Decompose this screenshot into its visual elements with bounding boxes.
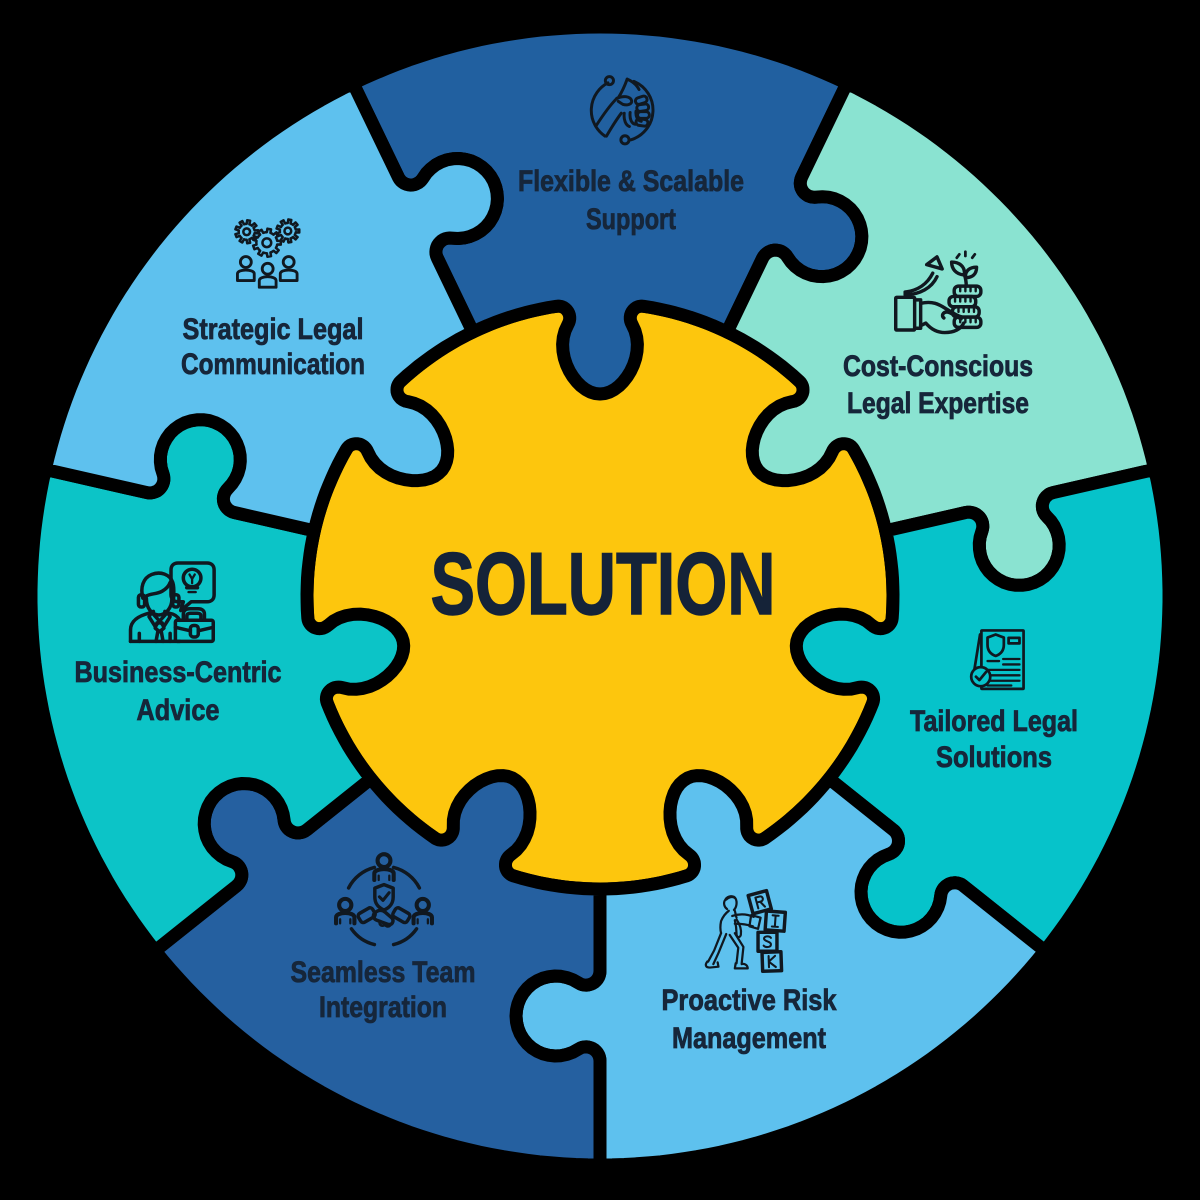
svg-text:Business-Centric: Business-Centric <box>75 656 282 689</box>
svg-text:Proactive Risk: Proactive Risk <box>662 984 837 1017</box>
svg-text:Strategic Legal: Strategic Legal <box>183 313 364 346</box>
svg-text:Communication: Communication <box>181 348 365 381</box>
svg-text:Advice: Advice <box>137 694 220 727</box>
svg-text:Legal Expertise: Legal Expertise <box>847 387 1029 420</box>
svg-text:Solutions: Solutions <box>936 741 1052 774</box>
svg-text:SOLUTION: SOLUTION <box>431 534 776 633</box>
svg-text:Flexible & Scalable: Flexible & Scalable <box>518 165 744 198</box>
svg-text:Tailored Legal: Tailored Legal <box>910 705 1078 738</box>
svg-text:Cost-Conscious: Cost-Conscious <box>843 350 1033 383</box>
svg-text:Support: Support <box>586 203 676 236</box>
svg-text:Integration: Integration <box>319 991 447 1024</box>
svg-text:Management: Management <box>672 1022 826 1055</box>
svg-text:Seamless Team: Seamless Team <box>291 956 476 989</box>
